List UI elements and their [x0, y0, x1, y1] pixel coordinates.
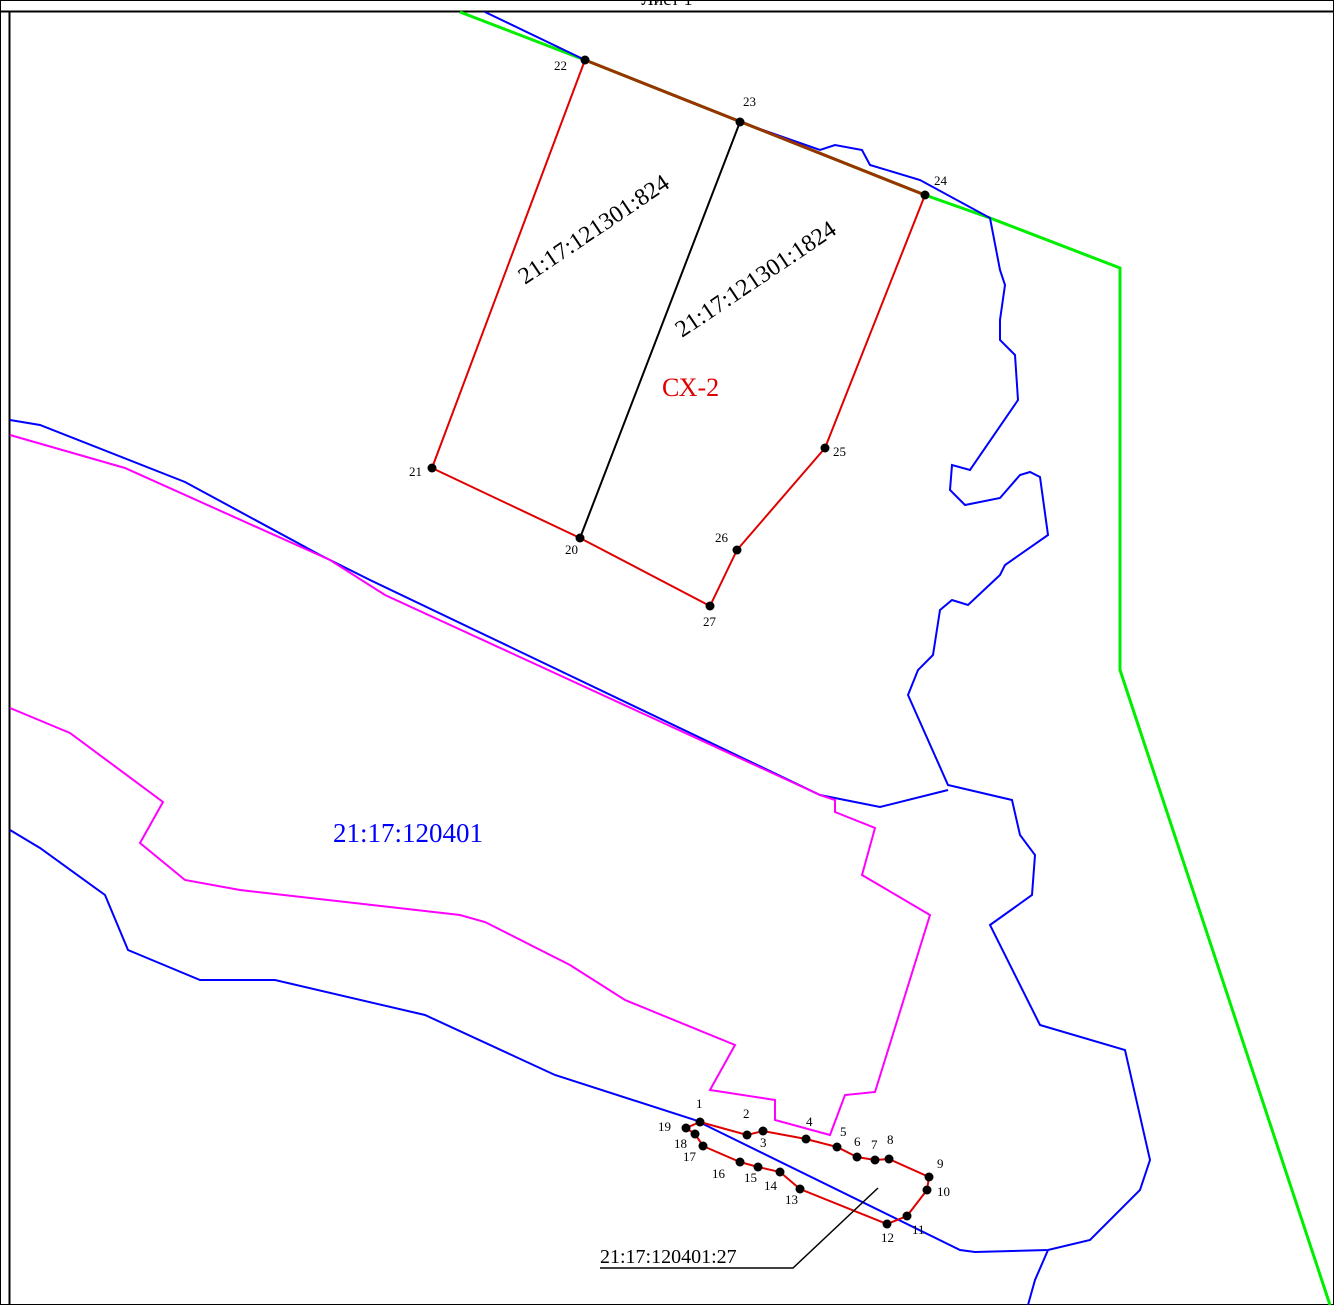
parcel-north-edge [584, 58, 926, 197]
point-label-16: 16 [712, 1166, 726, 1181]
point-marker-20 [575, 533, 585, 543]
point-label-6: 6 [854, 1134, 861, 1149]
point-marker-27 [705, 601, 715, 611]
parcel-27-label: 21:17:120401:27 [600, 1246, 737, 1268]
point-label-9: 9 [937, 1156, 944, 1171]
point-label-1: 1 [696, 1096, 703, 1111]
point-label-24: 24 [934, 173, 948, 188]
point-label-14: 14 [764, 1178, 778, 1193]
blue-boundary-north [9, 11, 1152, 1254]
point-marker-21 [427, 463, 437, 473]
point-marker-4 [801, 1134, 811, 1144]
point-marker-8 [884, 1154, 894, 1164]
point-label-22: 22 [554, 58, 567, 73]
point-marker-13 [795, 1184, 805, 1194]
point-label-11: 11 [912, 1222, 925, 1237]
point-label-2: 2 [743, 1106, 750, 1121]
point-marker-10 [922, 1185, 932, 1195]
point-label-3: 3 [760, 1135, 767, 1150]
point-label-23: 23 [743, 94, 756, 109]
parcel-divider-line [579, 121, 741, 539]
quarter-label: 21:17:120401 [333, 818, 483, 848]
point-label-10: 10 [937, 1184, 950, 1199]
point-marker-1 [695, 1117, 705, 1127]
zone-label: СХ-2 [662, 373, 719, 402]
point-label-15: 15 [744, 1170, 757, 1185]
point-label-7: 7 [871, 1137, 878, 1152]
point-label-17: 17 [683, 1149, 697, 1164]
point-label-25: 25 [833, 444, 846, 459]
point-marker-11 [902, 1211, 912, 1221]
point-marker-6 [852, 1152, 862, 1162]
point-marker-17 [698, 1141, 708, 1151]
point-marker-5 [832, 1142, 842, 1152]
blue-boundary-west [9, 419, 949, 809]
magenta-boundary-south [9, 707, 932, 1137]
point-label-8: 8 [887, 1132, 894, 1147]
point-marker-25 [820, 443, 830, 453]
blue-boundary-south [1027, 1249, 1049, 1305]
point-marker-18 [690, 1129, 700, 1139]
point-label-18: 18 [674, 1136, 687, 1151]
point-markers [427, 55, 934, 1229]
point-marker-9 [924, 1172, 934, 1182]
point-marker-19 [681, 1123, 691, 1133]
point-marker-23 [735, 117, 745, 127]
parcel-27-leader [600, 1187, 879, 1269]
point-marker-7 [870, 1155, 880, 1165]
point-marker-15 [753, 1162, 763, 1172]
point-marker-24 [920, 190, 930, 200]
point-marker-12 [882, 1219, 892, 1229]
point-label-5: 5 [840, 1124, 847, 1139]
point-label-4: 4 [806, 1114, 813, 1129]
point-label-19: 19 [658, 1119, 671, 1134]
sheet-title: Лист 1 [641, 0, 692, 9]
point-marker-16 [735, 1157, 745, 1167]
point-label-21: 21 [409, 464, 422, 479]
point-marker-3 [758, 1126, 768, 1136]
point-label-13: 13 [785, 1192, 798, 1207]
point-label-26: 26 [715, 530, 729, 545]
point-marker-2 [742, 1130, 752, 1140]
point-label-12: 12 [881, 1230, 894, 1245]
point-marker-26 [732, 545, 742, 555]
green-boundary [459, 10, 1332, 1305]
point-marker-22 [580, 55, 590, 65]
point-marker-14 [775, 1167, 785, 1177]
parcel-27-outline [683, 1120, 931, 1226]
point-label-20: 20 [565, 542, 578, 557]
magenta-boundary-north [9, 434, 821, 796]
point-label-27: 27 [703, 614, 717, 629]
